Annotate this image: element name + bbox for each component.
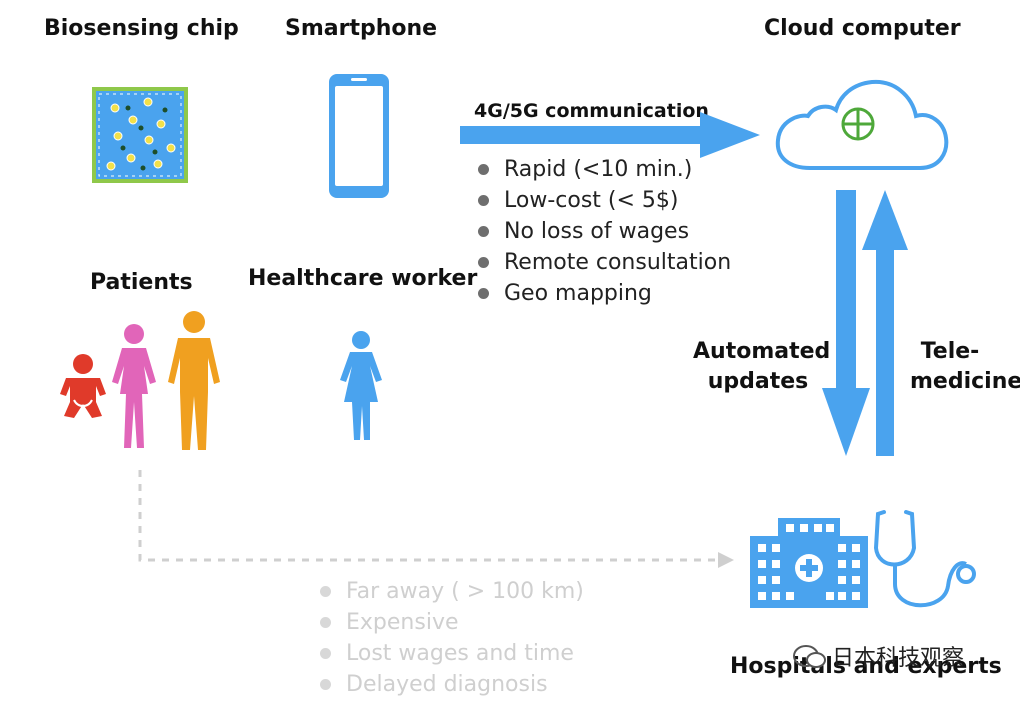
benefit-item: Remote consultation — [476, 247, 731, 278]
benefit-item: Low-cost (< 5$) — [476, 185, 731, 216]
healthcare-worker-icon — [340, 331, 382, 440]
benefits-list: Rapid (<10 min.) Low-cost (< 5$) No loss… — [476, 154, 731, 309]
drawback-item: Lost wages and time — [318, 638, 584, 669]
smartphone-label: Smartphone — [285, 16, 438, 41]
drawback-item: Delayed diagnosis — [318, 669, 584, 700]
drawback-item: Expensive — [318, 607, 584, 638]
baby-icon — [60, 354, 106, 418]
automated-updates-arrow — [822, 190, 870, 456]
telemedicine-label: Tele-medicine — [910, 339, 1020, 394]
communication-arrow — [460, 112, 760, 158]
woman-patient-icon — [112, 324, 156, 448]
drawbacks-list: Far away ( > 100 km) Expensive Lost wage… — [318, 576, 584, 700]
healthcare-worker-label: Healthcare worker — [248, 266, 478, 291]
telemedicine-arrow — [862, 190, 908, 456]
watermark-text: 日本科技观察 — [832, 646, 965, 671]
hospital-icon — [750, 518, 868, 608]
smartphone-icon — [329, 74, 389, 198]
biosensing-chip-label: Biosensing chip — [44, 16, 239, 41]
communication-label: 4G/5G communication — [474, 100, 709, 122]
wechat-icon — [793, 645, 826, 668]
automated-updates-label: Automated updates — [693, 339, 831, 394]
drawback-item: Far away ( > 100 km) — [318, 576, 584, 607]
benefit-item: Geo mapping — [476, 278, 731, 309]
benefit-item: No loss of wages — [476, 216, 731, 247]
man-patient-icon — [168, 311, 220, 450]
patients-label: Patients — [90, 270, 193, 295]
cloud-computer-label: Cloud computer — [764, 16, 961, 41]
benefit-item: Rapid (<10 min.) — [476, 154, 731, 185]
hospitals-label: Hospitals and experts — [730, 654, 1002, 679]
biosensing-chip-icon — [92, 87, 188, 183]
conventional-path-arrow — [138, 470, 734, 568]
stethoscope-icon — [873, 510, 976, 608]
cloud-computer-icon — [775, 79, 949, 170]
